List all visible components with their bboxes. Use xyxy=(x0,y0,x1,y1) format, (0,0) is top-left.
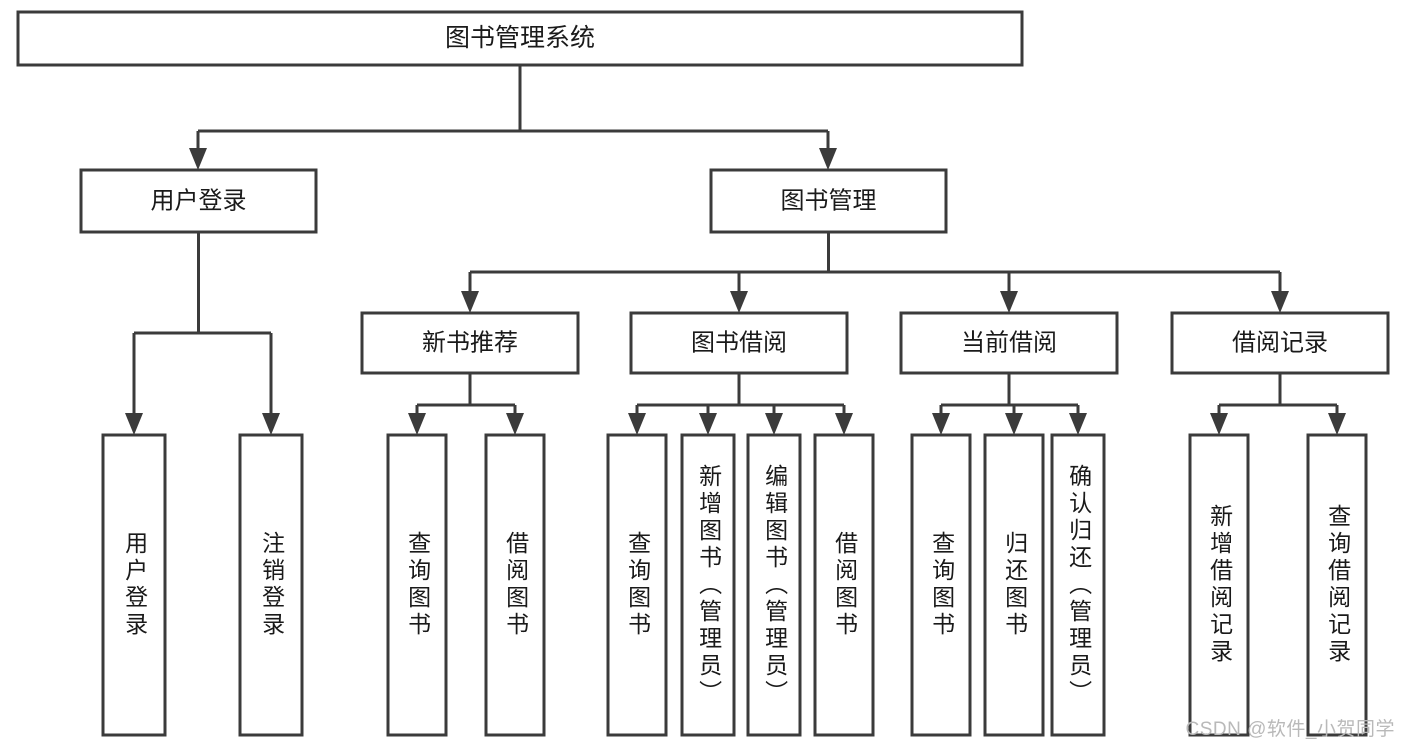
node-label-new-book-recommend: 新书推荐 xyxy=(422,329,518,356)
arrow-down-icon xyxy=(932,413,950,435)
node-label-book-borrow: 图书借阅 xyxy=(691,329,787,356)
node-label-root: 图书管理系统 xyxy=(445,24,595,52)
leaf-box-leaf-query-book-2[interactable] xyxy=(606,433,668,737)
arrow-down-icon xyxy=(699,413,717,435)
arrow-down-icon xyxy=(125,413,143,435)
leaf-box-leaf-return-book[interactable] xyxy=(983,433,1045,737)
leaf-box-leaf-logout-login[interactable] xyxy=(238,433,304,737)
arrow-down-icon xyxy=(461,291,479,313)
node-label-current-borrow: 当前借阅 xyxy=(961,329,1057,356)
node-box-borrow-record[interactable] xyxy=(1170,311,1390,375)
arrow-down-icon xyxy=(628,413,646,435)
connectors-layer xyxy=(125,65,1346,435)
leaf-box-leaf-borrow-book-2[interactable] xyxy=(813,433,875,737)
leaf-box-leaf-add-book-admin[interactable] xyxy=(680,433,736,737)
arrow-down-icon xyxy=(1271,291,1289,313)
arrow-down-icon xyxy=(262,413,280,435)
node-box-book-management[interactable] xyxy=(709,168,948,234)
node-box-book-borrow[interactable] xyxy=(629,311,849,375)
arrow-down-icon xyxy=(819,148,837,170)
arrow-down-icon xyxy=(1000,291,1018,313)
arrow-down-icon xyxy=(835,413,853,435)
leaf-box-leaf-user-login[interactable] xyxy=(101,433,167,737)
arrow-down-icon xyxy=(189,148,207,170)
leaf-box-leaf-query-borrow-record[interactable] xyxy=(1306,433,1368,737)
node-label-user-login: 用户登录 xyxy=(151,187,247,214)
leaf-box-leaf-query-book-3[interactable] xyxy=(910,433,972,737)
leaf-box-leaf-add-borrow-record[interactable] xyxy=(1188,433,1250,737)
arrow-down-icon xyxy=(1210,413,1228,435)
node-box-new-book-recommend[interactable] xyxy=(360,311,580,375)
leaf-box-leaf-borrow-book-1[interactable] xyxy=(484,433,546,737)
leaf-box-leaf-confirm-return-admin[interactable] xyxy=(1050,433,1106,737)
arrow-down-icon xyxy=(1328,413,1346,435)
arrow-down-icon xyxy=(765,413,783,435)
leaf-box-leaf-edit-book-admin[interactable] xyxy=(746,433,802,737)
node-box-root[interactable] xyxy=(16,10,1024,67)
watermark-text: CSDN @软件_小贺同学 xyxy=(1185,719,1395,740)
leaf-box-leaf-query-book-1[interactable] xyxy=(386,433,448,737)
arrow-down-icon xyxy=(1069,413,1087,435)
node-box-current-borrow[interactable] xyxy=(899,311,1119,375)
node-label-borrow-record: 借阅记录 xyxy=(1232,329,1328,356)
arrow-down-icon xyxy=(730,291,748,313)
arrow-down-icon xyxy=(506,413,524,435)
node-label-book-management: 图书管理 xyxy=(781,187,877,214)
arrow-down-icon xyxy=(408,413,426,435)
node-box-user-login[interactable] xyxy=(79,168,318,234)
arrow-down-icon xyxy=(1005,413,1023,435)
boxes-layer xyxy=(16,10,1390,737)
